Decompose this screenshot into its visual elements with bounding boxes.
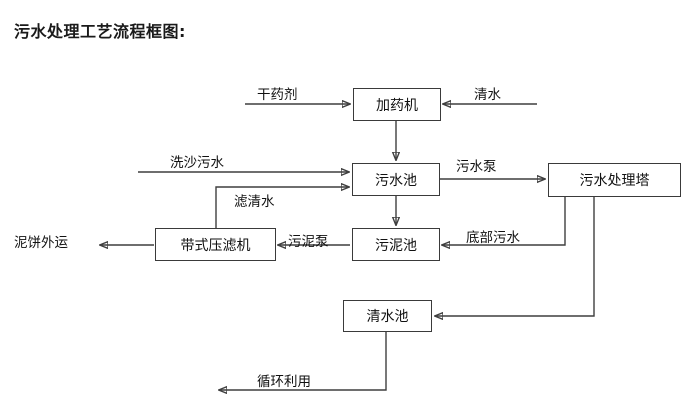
wire-bottom-sewage-to-sludge-pool — [442, 197, 566, 245]
node-sludge-pool[interactable]: 污泥池 — [352, 228, 440, 261]
node-belt-filter-press-label: 带式压滤机 — [180, 237, 251, 254]
wire-tower-to-clear-water-pool — [435, 197, 595, 316]
edge-label-sludge-pump: 污泥泵 — [288, 234, 329, 250]
node-clear-water-pool[interactable]: 清水池 — [343, 300, 432, 332]
edge-label-wastewater-pump: 污水泵 — [456, 159, 497, 175]
edge-label-filtered-water: 滤清水 — [234, 194, 275, 210]
node-sludge-pool-label: 污泥池 — [375, 237, 417, 254]
node-belt-filter-press[interactable]: 带式压滤机 — [155, 228, 276, 261]
terminal-sand-wash-water: 洗沙污水 — [170, 155, 224, 171]
node-wastewater-pool-label: 污水池 — [375, 172, 417, 189]
wire-filtered-water-to-wastewater-pool — [215, 187, 349, 229]
terminal-dry-chemical: 干药剂 — [257, 87, 298, 103]
node-treatment-tower[interactable]: 污水处理塔 — [548, 163, 681, 197]
node-dosing-machine-label: 加药机 — [376, 97, 418, 114]
node-treatment-tower-label: 污水处理塔 — [579, 173, 650, 189]
terminal-clean-water: 清水 — [474, 87, 501, 103]
terminal-mud-cake-out: 泥饼外运 — [14, 235, 68, 251]
wire-clear-water-pool-recycle — [219, 332, 387, 390]
node-wastewater-pool[interactable]: 污水池 — [352, 163, 440, 196]
node-clear-water-pool-label: 清水池 — [366, 309, 409, 325]
edge-label-recycle-reuse: 循环利用 — [257, 374, 311, 390]
node-dosing-machine[interactable]: 加药机 — [353, 88, 441, 121]
page-title: 污水处理工艺流程框图: — [14, 22, 186, 41]
edge-label-bottom-sewage: 底部污水 — [466, 230, 520, 246]
